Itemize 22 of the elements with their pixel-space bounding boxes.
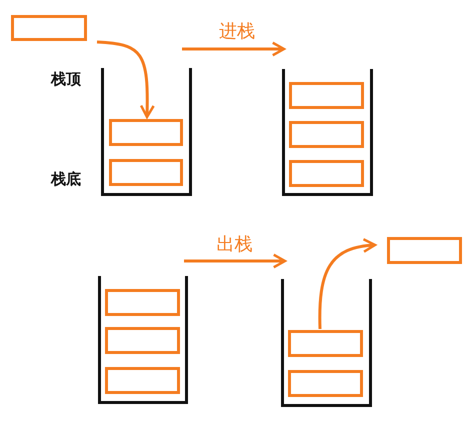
stack-container [282,69,373,196]
stack-element-box [288,330,363,357]
stack-container [281,279,372,407]
stack-container [101,68,192,196]
stack-element-box [11,15,87,41]
stack-label: 栈底 [51,170,81,189]
stack-element-box [105,289,180,316]
stack-element-box [288,370,363,397]
stack-element-box [105,367,180,394]
stack-label: 栈顶 [51,70,81,89]
arrow [184,254,286,268]
stack-element-box [289,160,364,187]
arrow [318,238,376,330]
stack-element-box [109,159,183,186]
stack-element-box [109,119,183,146]
stack-element-box [289,82,364,109]
stack-element-box [387,237,462,264]
stack-element-box [289,121,364,148]
stack-element-box [105,327,180,354]
stack-container [98,276,188,404]
arrow [96,40,155,118]
arrow [182,42,286,56]
